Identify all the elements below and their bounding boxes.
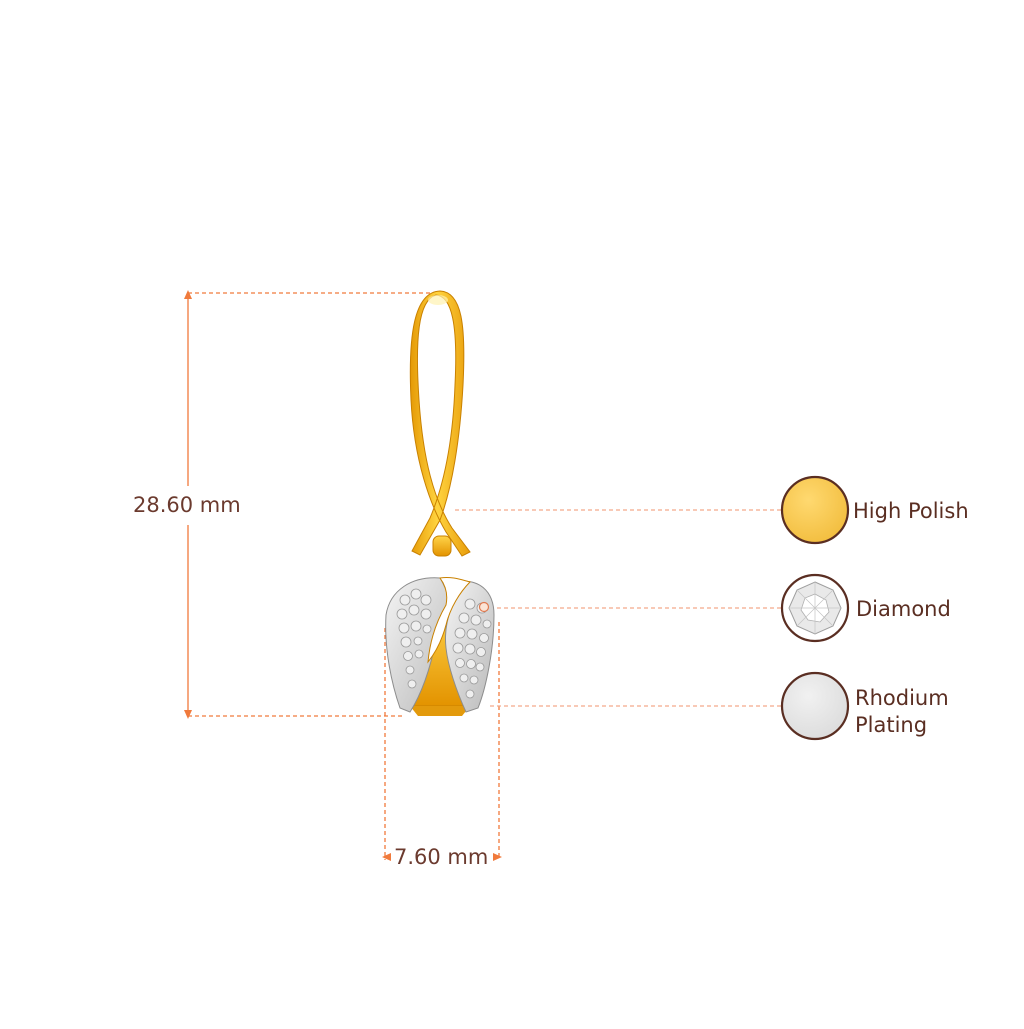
earring-bail [432, 535, 452, 557]
finish-label-diamond: Diamond [856, 597, 951, 621]
height-arrow-top [184, 290, 192, 299]
finish-swatches [780, 475, 850, 741]
earring-loop [409, 290, 471, 557]
rhodium-swatch-icon [780, 671, 850, 741]
earring-accent-stone [478, 601, 490, 613]
loop-highlight [428, 295, 448, 305]
width-dimension [382, 622, 502, 861]
height-dimension-label: 28.60 mm [133, 493, 241, 517]
finish-label-high-polish: High Polish [853, 499, 969, 523]
width-arrow-left [382, 853, 391, 861]
width-arrow-right [493, 853, 502, 861]
finish-leader-lines [455, 509, 782, 707]
earring-bell-tip [410, 706, 470, 716]
height-dimension [184, 290, 440, 719]
gold-swatch-icon [780, 475, 850, 545]
diamond-swatch-icon [780, 573, 850, 643]
width-dimension-label: 7.60 mm [394, 845, 489, 869]
finish-label-rhodium-line2: Plating [855, 713, 928, 737]
earring-illustration [385, 290, 495, 716]
earring-center-strip [427, 577, 471, 664]
height-arrow-bottom [184, 710, 192, 719]
finish-label-rhodium: Rhodium [855, 686, 949, 710]
